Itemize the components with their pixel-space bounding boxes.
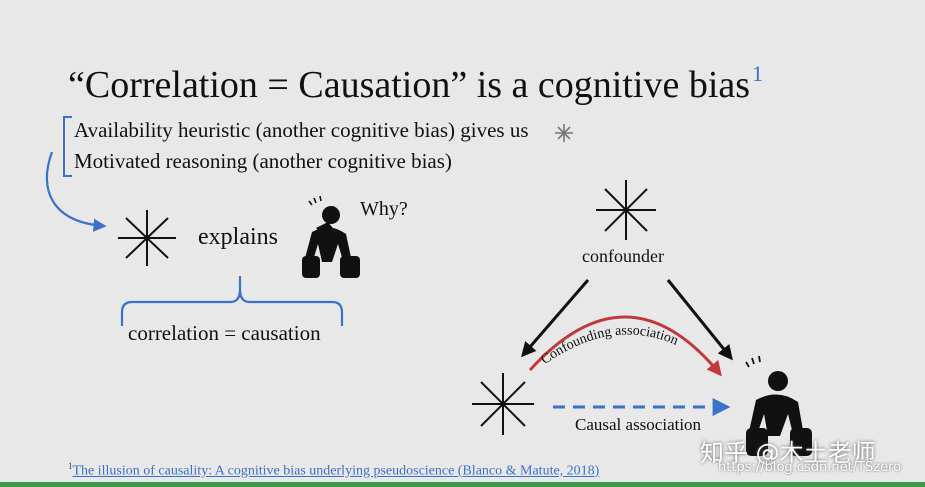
bullet-bracket [63,116,72,177]
confounder-to-cause-arrow [521,279,590,358]
slide-title: “Correlation = Causation” is a cognitive… [68,52,763,107]
confounder-label: confounder [582,246,664,266]
confounding-association-arrow [528,315,722,377]
confounder-to-effect-arrow [666,279,733,361]
asterisk-icon [118,210,176,266]
availability-arrow [45,151,107,232]
csdn-watermark-url: https://blog.csdn.net/TSzero [718,460,902,475]
small-asterisk-icon [555,124,573,142]
correlation-brace [120,276,344,326]
footnote: 1The illusion of causality: A cognitive … [68,461,599,480]
confused-person-icon [302,195,360,278]
confounder-asterisk-icon [596,180,656,240]
zhihu-watermark: 知乎 @木土老师 [700,439,876,467]
cause-asterisk-icon [472,373,534,435]
confounding-association-label: Confounding association [538,323,680,367]
bullet-availability-heuristic: Availability heuristic (another cognitiv… [74,118,529,142]
title-footnote-mark: 1 [752,61,764,86]
bottom-accent-bar [0,482,925,487]
explains-label: explains [198,224,278,250]
why-label: Why? [360,198,408,220]
affected-person-icon [745,355,812,456]
causal-association-label: Causal association [575,415,702,434]
footnote-citation-link[interactable]: The illusion of causality: A cognitive b… [72,463,600,479]
footnote-mark: 1 [68,461,73,471]
correlation-causation-label: correlation = causation [128,321,321,345]
bullet-motivated-reasoning: Motivated reasoning (another cognitive b… [74,149,452,173]
slide-title-text: “Correlation = Causation” is a cognitive… [68,64,751,106]
